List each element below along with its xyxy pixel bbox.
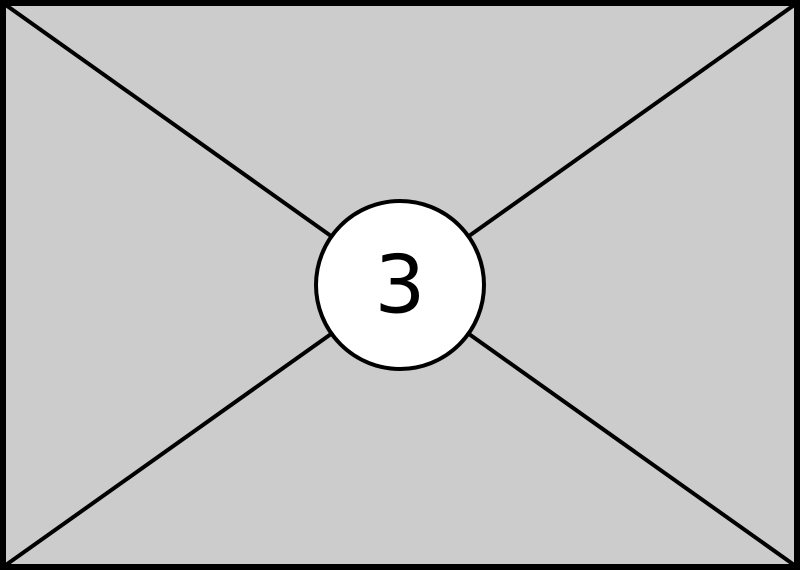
badge-number: 3	[375, 239, 426, 332]
number-badge	[314, 199, 486, 371]
